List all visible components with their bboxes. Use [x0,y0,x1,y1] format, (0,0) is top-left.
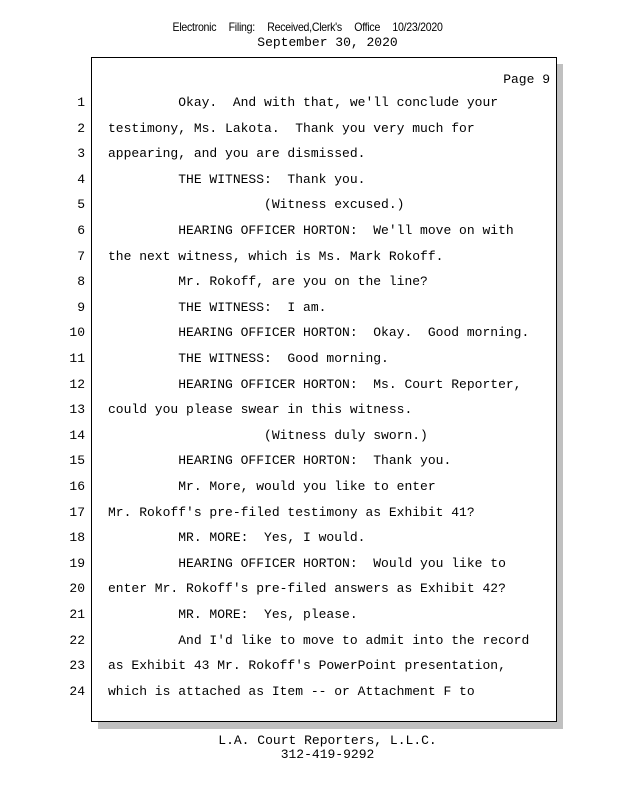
line-number: 13 [69,402,85,417]
line-number: 5 [77,197,85,212]
transcript-line: which is attached as Item -- or Attachme… [108,684,475,699]
line-number: 20 [69,581,85,596]
line-number: 11 [69,351,85,366]
line-number: 12 [69,377,85,392]
line-number: 17 [69,505,85,520]
transcript-line: as Exhibit 43 Mr. Rokoff's PowerPoint pr… [108,658,506,673]
line-number: 21 [69,607,85,622]
line-number: 22 [69,633,85,648]
transcript-line: could you please swear in this witness. [108,402,413,417]
page-number: Page 9 [503,72,550,87]
transcript-line: HEARING OFFICER HORTON: Ms. Court Report… [108,377,522,392]
transcript-line: HEARING OFFICER HORTON: Okay. Good morni… [108,325,530,340]
line-number: 16 [69,479,85,494]
line-number: 14 [69,428,85,443]
transcript-date: September 30, 2020 [257,35,398,50]
line-number: 2 [77,121,85,136]
line-number: 9 [77,300,85,315]
transcript-line: THE WITNESS: Good morning. [108,351,389,366]
transcript-line: Mr. Rokoff, are you on the line? [108,274,428,289]
transcript-line: HEARING OFFICER HORTON: Thank you. [108,453,452,468]
transcript-line: MR. MORE: Yes, I would. [108,530,366,545]
line-number: 23 [69,658,85,673]
footer-company: L.A. Court Reporters, L.L.C. [218,733,437,748]
electronic-filing-stamp: Electronic Filing: Received,Clerk's Office 1… [36,20,580,34]
transcript-line: Mr. Rokoff's pre-filed testimony as Exhi… [108,505,475,520]
line-number: 4 [77,172,85,187]
transcript-line: THE WITNESS: I am. [108,300,327,315]
line-number: 3 [77,146,85,161]
line-number: 8 [77,274,85,289]
transcript-line: Okay. And with that, we'll conclude your [108,95,499,110]
line-number: 15 [69,453,85,468]
stamp-word: Electronic [172,20,217,34]
line-number: 1 [77,95,85,110]
transcript-line: the next witness, which is Ms. Mark Roko… [108,249,444,264]
line-number: 19 [69,556,85,571]
transcript-line: And I'd like to move to admit into the r… [108,633,530,648]
line-number: 24 [69,684,85,699]
stamp-word: Office [354,20,381,34]
stamp-word: Received,Clerk's [267,20,342,34]
transcript-line: (Witness duly sworn.) [108,428,428,443]
transcript-line: Mr. More, would you like to enter [108,479,436,494]
transcript-line: testimony, Ms. Lakota. Thank you very mu… [108,121,475,136]
line-number: 10 [69,325,85,340]
footer-phone: 312-419-9292 [280,747,375,762]
line-number: 6 [77,223,85,238]
transcript-line: appearing, and you are dismissed. [108,146,366,161]
line-number: 7 [77,249,85,264]
transcript-page-box: Page 9 [91,57,557,722]
transcript-line: HEARING OFFICER HORTON: Would you like t… [108,556,506,571]
line-number: 18 [69,530,85,545]
stamp-date: 10/23/2020 [392,20,443,34]
transcript-line: HEARING OFFICER HORTON: We'll move on wi… [108,223,514,238]
stamp-word: Filing: [228,20,256,34]
transcript-line: MR. MORE: Yes, please. [108,607,358,622]
transcript-line: (Witness excused.) [108,197,405,212]
transcript-line: enter Mr. Rokoff's pre-filed answers as … [108,581,506,596]
transcript-line: THE WITNESS: Thank you. [108,172,366,187]
